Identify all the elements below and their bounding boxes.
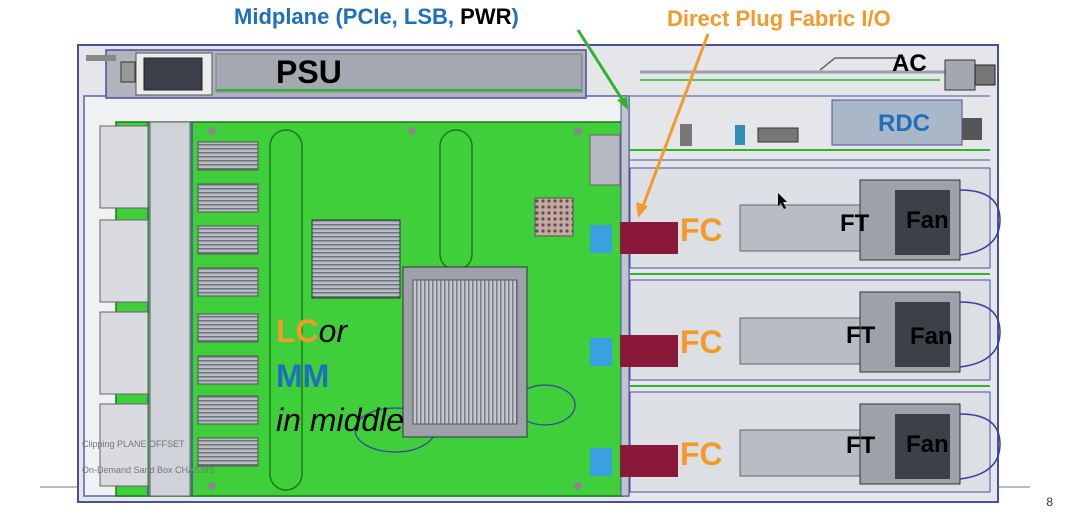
clip-text-1: Clipping PLANE OFFSET (82, 439, 185, 449)
line-card-board (115, 121, 623, 497)
front-ports (99, 125, 259, 487)
fc-label-2: FC (680, 324, 723, 360)
midplane-arrow-head (617, 97, 628, 110)
fabric-row-1 (590, 167, 1001, 269)
fc-label-1: FC (680, 212, 723, 248)
connector-maroon (620, 445, 678, 477)
heatsinks (311, 197, 574, 438)
midplane-title-pwr: PWR (460, 4, 512, 29)
fabric-arrow (641, 33, 710, 207)
ft-label-2: FT (846, 322, 876, 349)
direct-plug-title: Direct Plug Fabric I/O (667, 6, 891, 31)
connector-blue (590, 225, 612, 253)
psu-label: PSU (276, 54, 342, 90)
fc-label-3: FC (680, 436, 723, 472)
ac-label: AC (892, 50, 927, 77)
clip-text-2: On-Demand Sand Box CHASSIS (82, 465, 215, 475)
fabric-row-2 (590, 279, 1001, 381)
lc-text: LC (276, 313, 319, 349)
lc-or-label: LCor (276, 313, 347, 350)
midplane-title-prefix: Midplane (PCIe, LSB, (234, 4, 461, 29)
connector-blue (590, 448, 612, 476)
midplane-title: Midplane (PCIe, LSB, PWR) (234, 4, 519, 30)
midplane-title-suffix: ) (511, 4, 519, 29)
rdc-module (831, 99, 982, 146)
fabric-row-3 (590, 391, 1001, 493)
page-number: 8 (1046, 495, 1053, 509)
connector-maroon (620, 335, 678, 367)
midplane (620, 95, 630, 497)
connector-blue (590, 338, 612, 366)
ft-label-3: FT (846, 432, 876, 459)
connector-maroon (620, 222, 678, 254)
or-text: or (318, 313, 348, 349)
fan-label-3: Fan (906, 431, 949, 458)
in-middle-label: in middle (276, 402, 405, 438)
psu-module (86, 49, 587, 99)
fabric-arrow-head (636, 202, 648, 218)
mm-label: MM (276, 358, 330, 394)
fan-label-2: Fan (910, 323, 953, 350)
rdc-label: RDC (878, 110, 930, 137)
fan-label-1: Fan (906, 207, 949, 234)
ft-label-1: FT (840, 210, 870, 237)
cursor-icon (778, 193, 787, 209)
midplane-arrow (576, 29, 627, 105)
